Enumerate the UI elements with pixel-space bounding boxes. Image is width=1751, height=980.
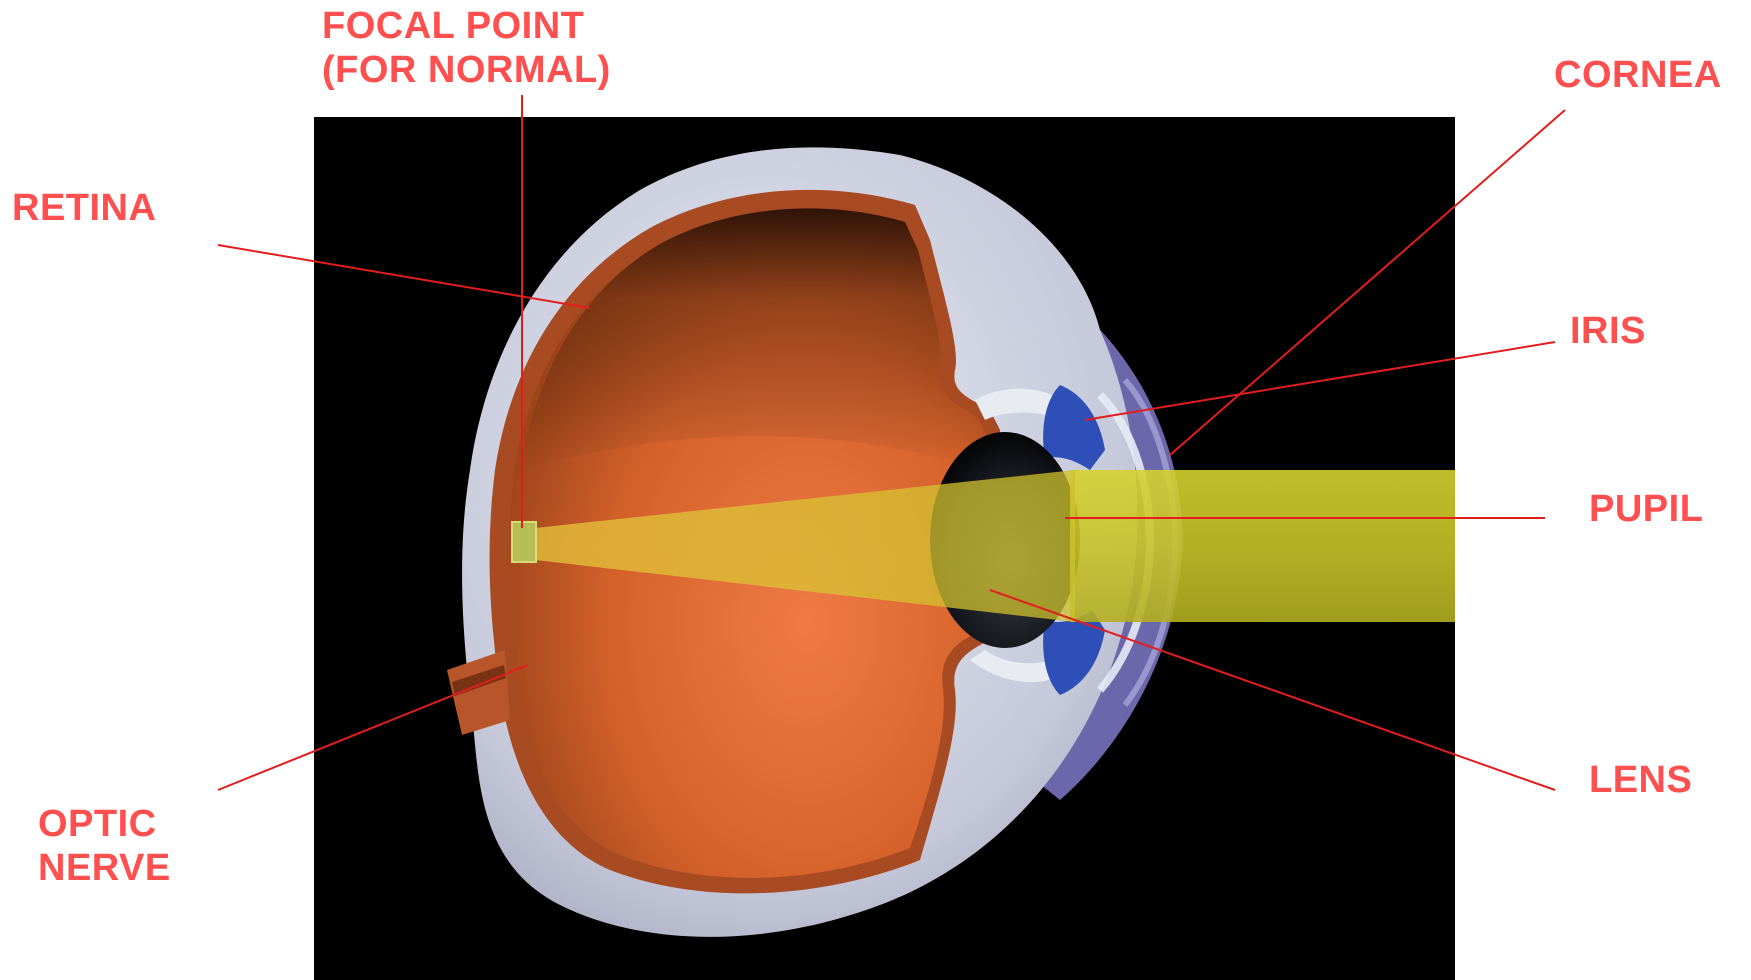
label-iris: IRIS (1570, 309, 1646, 353)
label-cornea: CORNEA (1554, 53, 1722, 97)
label-focal-point-line1: FOCAL POINT (322, 4, 611, 48)
label-focal-point: FOCAL POINT (FOR NORMAL) (322, 4, 611, 92)
label-retina: RETINA (12, 186, 156, 230)
label-focal-point-line2: (FOR NORMAL) (322, 48, 611, 92)
label-optic-nerve-line1: OPTIC (38, 802, 171, 846)
focal-point-marker (512, 522, 536, 562)
label-optic-nerve-line2: NERVE (38, 846, 171, 890)
light-beam (1070, 470, 1460, 622)
label-pupil: PUPIL (1589, 487, 1703, 531)
label-optic-nerve: OPTIC NERVE (38, 802, 171, 890)
label-lens: LENS (1589, 758, 1692, 802)
